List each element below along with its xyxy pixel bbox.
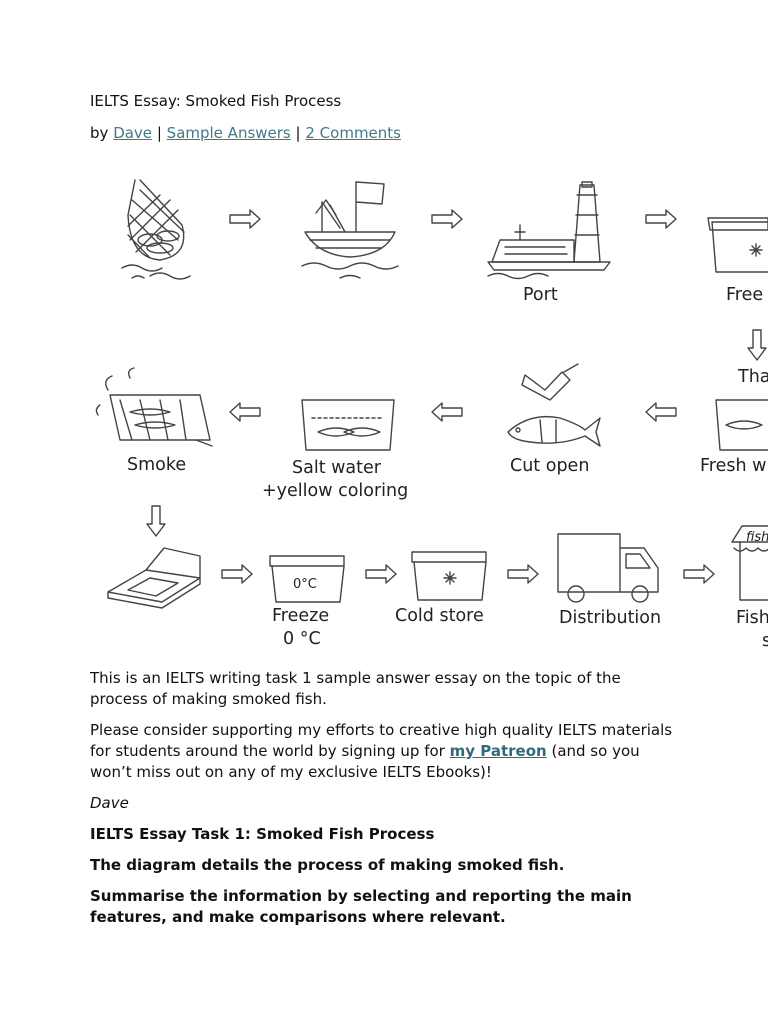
arrow-right-2 bbox=[431, 209, 463, 229]
label-distribution: Distribution bbox=[559, 608, 662, 628]
label-fish-shop: Fish bbox=[736, 608, 768, 628]
arrow-right-7 bbox=[683, 564, 715, 584]
arrow-right-1 bbox=[229, 209, 261, 229]
label-cut-open: Cut open bbox=[510, 456, 590, 476]
label-cold-store: Cold store bbox=[395, 606, 484, 626]
label-smoke: Smoke bbox=[127, 455, 187, 475]
support-text-before: Please consider supporting my efforts to… bbox=[90, 721, 673, 760]
patreon-link[interactable]: my Patreon bbox=[449, 742, 547, 760]
label-fish-shop-2: s bbox=[762, 631, 768, 651]
freezer-box-illustration-top bbox=[707, 217, 768, 273]
label-freeze-temp: 0 °C bbox=[283, 629, 321, 649]
signature: Dave bbox=[90, 794, 129, 812]
arrow-down-pack bbox=[146, 505, 166, 537]
process-diagram: Port Free Tha Smoke Salt water +yellow c… bbox=[95, 179, 768, 651]
byline-separator: | bbox=[295, 124, 301, 142]
arrow-right-4 bbox=[221, 564, 253, 584]
salt-water-tub-illustration bbox=[301, 399, 395, 451]
cold-store-box-illustration bbox=[411, 551, 487, 601]
task-heading: IELTS Essay Task 1: Smoked Fish Process bbox=[90, 825, 435, 843]
arrow-left-1 bbox=[229, 402, 261, 422]
fresh-water-tub-illustration bbox=[715, 399, 768, 451]
byline-by: by bbox=[90, 124, 109, 142]
label-port: Port bbox=[523, 285, 558, 305]
arrow-right-6 bbox=[507, 564, 539, 584]
label-shop-sign: fish bbox=[746, 530, 768, 545]
category-link[interactable]: Sample Answers bbox=[166, 124, 291, 142]
byline-separator: | bbox=[156, 124, 162, 142]
comments-link[interactable]: 2 Comments bbox=[305, 124, 401, 142]
byline: by Dave | Sample Answers | 2 Comments bbox=[90, 124, 401, 142]
freeze-box-illustration bbox=[269, 555, 345, 603]
boat-illustration bbox=[301, 181, 399, 279]
task-instruction: Summarise the information by selecting a… bbox=[90, 887, 632, 926]
label-freeze: Freeze bbox=[272, 606, 330, 626]
fishing-net-illustration bbox=[121, 179, 191, 280]
packaging-box-illustration bbox=[107, 547, 201, 609]
page-title: IELTS Essay: Smoked Fish Process bbox=[90, 92, 342, 110]
author-link[interactable]: Dave bbox=[113, 124, 153, 142]
support-text-after: (and so you won’t miss out on any of my … bbox=[90, 742, 640, 781]
label-freeze-top: Free bbox=[726, 285, 764, 305]
port-lighthouse-illustration bbox=[487, 181, 611, 280]
task-description: The diagram details the process of makin… bbox=[90, 856, 565, 874]
arrow-left-2 bbox=[431, 402, 463, 422]
arrow-left-3 bbox=[645, 402, 677, 422]
label-fresh-water: Fresh w bbox=[700, 456, 767, 476]
arrow-down-thaw bbox=[747, 329, 767, 361]
label-salt-water: Salt water bbox=[292, 458, 381, 478]
delivery-truck-illustration bbox=[557, 533, 659, 603]
cut-open-illustration bbox=[507, 363, 601, 447]
arrow-right-3 bbox=[645, 209, 677, 229]
fish-shop-illustration bbox=[731, 525, 768, 601]
diagram-drawing bbox=[95, 179, 768, 609]
label-yellow-coloring: +yellow coloring bbox=[262, 481, 409, 501]
support-paragraph: Please consider supporting my efforts to… bbox=[90, 720, 680, 783]
label-thaw: Tha bbox=[738, 367, 768, 387]
smoke-rack-illustration bbox=[95, 367, 213, 447]
label-box-temp: 0°C bbox=[293, 577, 317, 592]
intro-paragraph: This is an IELTS writing task 1 sample a… bbox=[90, 669, 621, 708]
arrow-right-5 bbox=[365, 564, 397, 584]
